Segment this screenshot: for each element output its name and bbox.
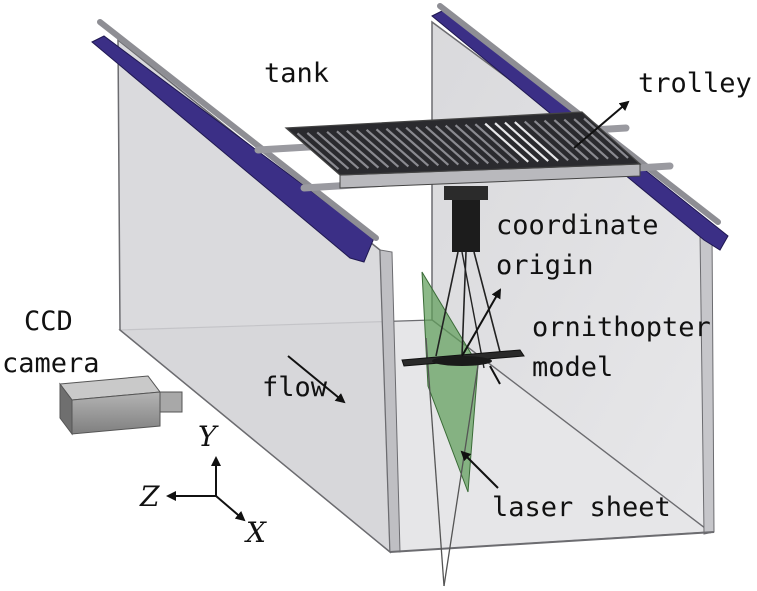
trolley-slot: [543, 119, 589, 161]
trolley-slot: [563, 118, 609, 160]
trolley-arrow: [573, 100, 630, 149]
y-axis-label: Y: [198, 420, 219, 453]
ornithopter-body: [432, 356, 492, 366]
trolley-slot: [375, 128, 420, 167]
trolley-slot: [523, 120, 569, 162]
flow-label: flow: [262, 372, 328, 403]
mount-collar: [444, 186, 488, 200]
trolley-label: trolley: [638, 68, 752, 99]
trolley-slot: [454, 124, 499, 164]
coordinate-origin-arrow: [461, 288, 501, 357]
ornithopter-tail: [489, 365, 501, 385]
ccd-camera-label-line2: camera: [2, 348, 100, 379]
trolley-slot: [355, 129, 400, 168]
trolley-slot: [583, 117, 629, 159]
ornithopter-model-label-line1: ornithopter: [532, 312, 711, 343]
tank-bottom-front-edge: [389, 531, 715, 553]
trolley-slot: [474, 123, 519, 164]
trolley-slot: [296, 132, 340, 170]
tank-label: tank: [264, 58, 329, 89]
ccd-camera-icon: [59, 375, 183, 436]
trolley-slot: [435, 125, 480, 165]
laser-ray-1: [425, 337, 445, 587]
trolley-slot: [405, 126, 450, 166]
x-axis-arrow: [215, 495, 246, 522]
tank-left-wall: [117, 38, 391, 554]
coordinate-origin-label-line2: origin: [496, 250, 594, 281]
trolley-slot: [444, 124, 490, 165]
trolley-slot: [385, 127, 430, 167]
trolley-slot: [494, 122, 539, 163]
flow-arrow: [287, 355, 346, 404]
trolley-slot: [316, 131, 360, 170]
trolley-slot: [326, 131, 370, 169]
strut-4: [461, 251, 485, 369]
laser-sheet: [421, 271, 479, 493]
x-axis-label: X: [244, 516, 267, 549]
trolley-slot: [533, 120, 579, 161]
strut-1: [435, 251, 459, 357]
ccd-camera-label-line1: CCD: [24, 306, 73, 337]
trolley-slots: [296, 117, 629, 170]
trolley-slot: [306, 132, 350, 170]
trolley-slot: [514, 121, 559, 162]
trolley-slot: [553, 119, 599, 160]
trolley-slot: [464, 123, 509, 164]
coordinate-origin-label-line1: coordinate: [496, 210, 659, 241]
trolley-slot: [425, 125, 470, 165]
trolley-slot: [365, 128, 410, 168]
trolley-slot: [336, 130, 380, 169]
trolley-slot: [504, 121, 549, 162]
left-rail: [91, 35, 375, 263]
trolley-slot: [346, 129, 390, 169]
trolley-slot: [484, 122, 529, 163]
trolley-slot: [573, 118, 619, 160]
z-axis-label: Z: [139, 480, 160, 513]
trolley-slot: [415, 126, 460, 166]
trolley-slot: [395, 127, 440, 167]
ornithopter-model-label-line2: model: [532, 352, 613, 383]
laser-sheet-arrow: [460, 450, 499, 489]
laser-sheet-label: laser sheet: [492, 492, 671, 523]
laser-ray-2: [443, 364, 479, 587]
left-rail-top-rod: [97, 19, 379, 241]
strut-3: [473, 251, 501, 353]
